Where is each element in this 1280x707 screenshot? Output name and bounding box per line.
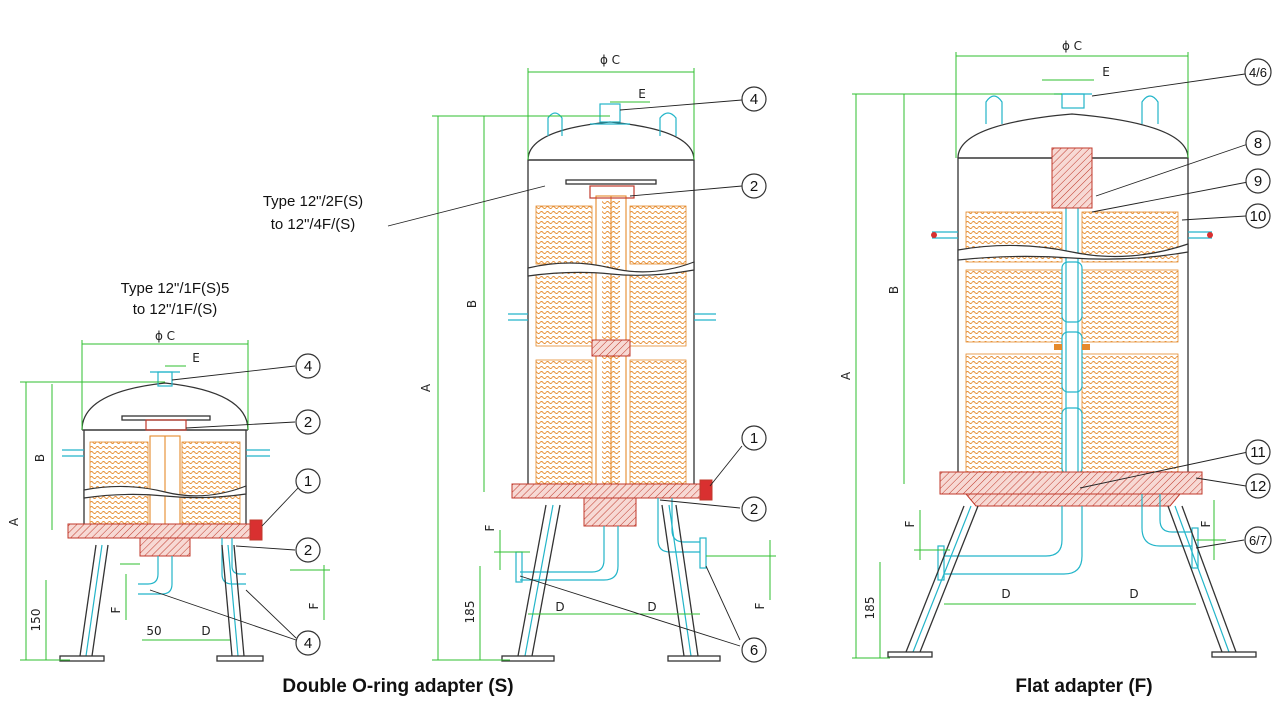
balloon-1-small: 1 xyxy=(295,468,321,494)
svg-text:4/6: 4/6 xyxy=(1249,65,1267,80)
balloon-2-small-top: 2 xyxy=(295,409,321,435)
medium-housing xyxy=(432,68,776,662)
svg-text:9: 9 xyxy=(1254,173,1262,190)
svg-text:11: 11 xyxy=(1250,444,1266,461)
balloon-2-mid-top: 2 xyxy=(741,173,767,199)
dim-b-flat: B xyxy=(887,286,901,294)
caption-double-oring: Double O-ring adapter (S) xyxy=(282,676,513,697)
svg-text:2: 2 xyxy=(304,414,312,431)
balloon-11-flat: 11 xyxy=(1245,439,1271,465)
dim-f-flat-left: F xyxy=(903,520,917,527)
balloon-10-flat: 10 xyxy=(1245,203,1271,229)
svg-text:1: 1 xyxy=(750,430,758,447)
balloon-6-7-flat: 6/7 xyxy=(1244,526,1272,554)
balloon-6-mid: 6 xyxy=(741,637,767,663)
balloon-12-flat: 12 xyxy=(1245,473,1271,499)
svg-text:2: 2 xyxy=(750,178,758,195)
dim-d-flat-right: D xyxy=(1129,587,1138,601)
dim-e-flat: E xyxy=(1102,65,1110,79)
flat-adapter-housing xyxy=(852,52,1257,659)
caption-flat-adapter: Flat adapter (F) xyxy=(1015,676,1152,697)
svg-text:1: 1 xyxy=(304,473,312,490)
balloon-8-flat: 8 xyxy=(1245,130,1271,156)
dim-b-small: B xyxy=(33,454,47,462)
dim-150: 150 xyxy=(29,609,43,632)
balloon-1-mid: 1 xyxy=(741,425,767,451)
dim-d-mid-right: D xyxy=(647,600,656,614)
svg-text:4: 4 xyxy=(304,635,312,652)
dimension-labels: ϕ C E A B 150 F F 50 D ϕ C E A B 185 F F… xyxy=(7,39,1213,638)
dim-a-small: A xyxy=(7,517,21,526)
dim-f-flat-right: F xyxy=(1199,520,1213,527)
dim-d-small: D xyxy=(201,624,210,638)
balloon-4-6-flat: 4/6 xyxy=(1244,58,1272,86)
svg-text:8: 8 xyxy=(1254,135,1262,152)
svg-text:6/7: 6/7 xyxy=(1249,533,1267,548)
dim-phi-c-small: ϕ C xyxy=(155,329,175,343)
dim-e-mid: E xyxy=(638,87,646,101)
dim-a-flat: A xyxy=(839,371,853,380)
dim-e-small: E xyxy=(192,351,200,365)
dim-f-mid-left: F xyxy=(483,524,497,531)
leader-lines xyxy=(149,73,1249,647)
part-balloons: 4 2 1 2 4 4 2 1 2 6 4/6 8 9 10 11 12 6/7 xyxy=(295,58,1272,663)
note-mid-line2: to 12"/4F/(S) xyxy=(271,216,356,233)
svg-text:2: 2 xyxy=(750,501,758,518)
balloon-4-small-bottom: 4 xyxy=(295,630,321,656)
balloon-2-small-bottom: 2 xyxy=(295,537,321,563)
note-small-line1: Type 12"/1F(S)5 xyxy=(121,280,230,297)
dim-b-mid: B xyxy=(465,300,479,308)
dim-f-mid-right: F xyxy=(753,602,767,609)
dim-185-flat: 185 xyxy=(863,597,877,620)
svg-text:12: 12 xyxy=(1250,478,1267,495)
note-mid-line1: Type 12"/2F(S) xyxy=(263,193,363,210)
dim-d-flat-left: D xyxy=(1001,587,1010,601)
svg-text:6: 6 xyxy=(750,642,758,659)
svg-text:2: 2 xyxy=(304,542,312,559)
svg-text:10: 10 xyxy=(1250,208,1267,225)
note-small-line2: to 12"/1F/(S) xyxy=(133,301,218,318)
dim-f-small-right: F xyxy=(307,602,321,609)
balloon-9-flat: 9 xyxy=(1245,168,1271,194)
dim-d-mid-left: D xyxy=(555,600,564,614)
dim-phi-c-mid: ϕ C xyxy=(600,53,620,67)
small-housing xyxy=(20,340,330,662)
dim-f-small-left: F xyxy=(109,606,123,613)
svg-text:4: 4 xyxy=(304,358,312,375)
dim-a-mid: A xyxy=(419,383,433,392)
balloon-4-mid: 4 xyxy=(741,86,767,112)
type-notes: Type 12"/1F(S)5 to 12"/1F/(S) Type 12"/2… xyxy=(121,193,364,318)
balloon-2-mid-bottom: 2 xyxy=(741,496,767,522)
dim-50: 50 xyxy=(146,624,161,638)
dim-phi-c-flat: ϕ C xyxy=(1062,39,1082,53)
svg-text:4: 4 xyxy=(750,91,758,108)
balloon-4-small-top: 4 xyxy=(295,353,321,379)
dim-185-mid: 185 xyxy=(463,601,477,624)
